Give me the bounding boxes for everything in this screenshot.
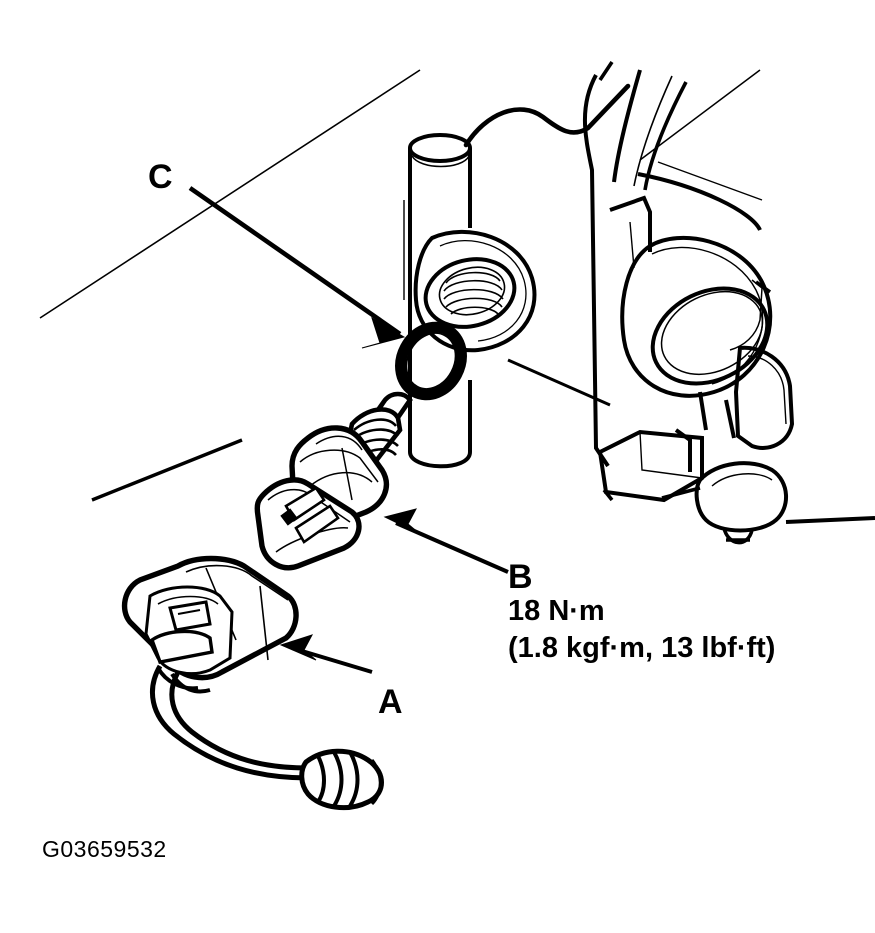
arrowhead-a [279, 634, 317, 661]
o-ring-part-c [395, 321, 467, 401]
housing-boss-assembly [403, 83, 631, 469]
callout-leaders [188, 186, 509, 674]
callout-label-c: C [148, 158, 173, 196]
arrowhead-c [361, 316, 406, 349]
callout-label-b: B [508, 558, 533, 596]
temperature-sensor-part-b [254, 391, 413, 571]
connector-part-a [121, 555, 384, 810]
engine-block-casting [582, 61, 795, 545]
leader-line-c [188, 186, 402, 336]
callout-label-a: A [378, 683, 403, 721]
torque-value-primary: 18 N·m [508, 595, 605, 627]
figure-id-code: G03659532 [42, 836, 167, 862]
background-context-lines [39, 69, 875, 524]
arrowhead-b [383, 508, 421, 535]
torque-value-secondary: (1.8 kgf·m, 13 lbf·ft) [508, 632, 776, 664]
